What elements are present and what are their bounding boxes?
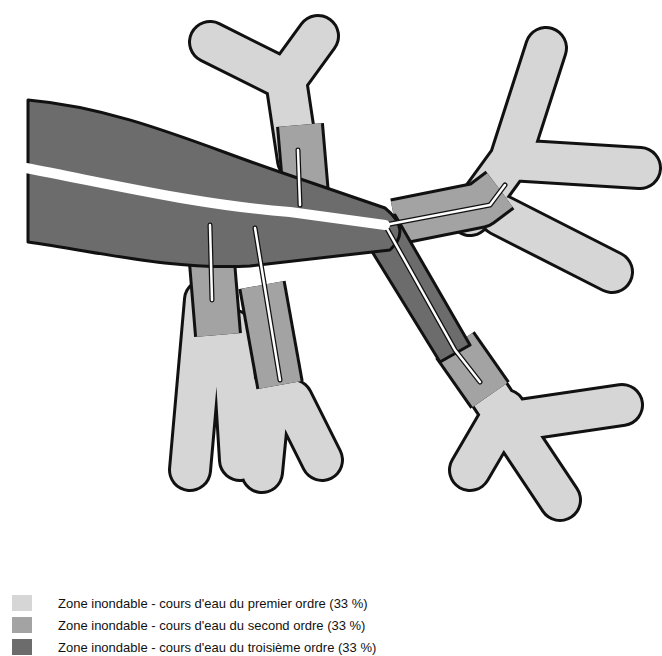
- legend-text: Zone inondable - cours d'eau du troisièm…: [58, 640, 376, 655]
- legend-text: Zone inondable - cours d'eau du premier …: [58, 596, 368, 611]
- legend-swatch: [12, 595, 32, 611]
- first-order-zones: [190, 36, 640, 500]
- legend-text: Zone inondable - cours d'eau du second o…: [58, 618, 365, 633]
- legend-swatch: [12, 639, 32, 655]
- legend: Zone inondable - cours d'eau du premier …: [12, 592, 376, 656]
- legend-row: Zone inondable - cours d'eau du second o…: [12, 614, 376, 636]
- legend-row: Zone inondable - cours d'eau du troisièm…: [12, 636, 376, 656]
- third-order-zones: [28, 100, 470, 362]
- river-network-illustration: [0, 0, 662, 585]
- legend-row: Zone inondable - cours d'eau du premier …: [12, 592, 376, 614]
- river-channels: [26, 150, 505, 382]
- legend-swatch: [12, 617, 32, 633]
